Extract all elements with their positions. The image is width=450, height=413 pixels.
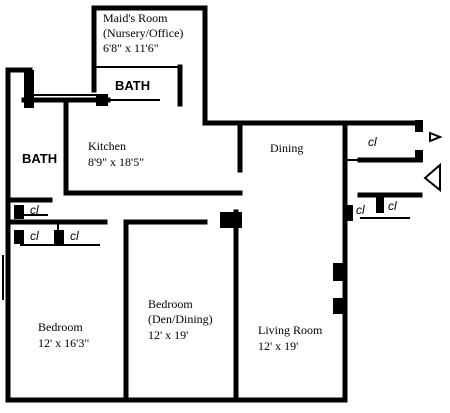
kitchen-name: Kitchen	[88, 139, 126, 153]
bedroom-left-dims: 12' x 16'3"	[38, 336, 89, 350]
wall-lower-post1	[343, 205, 353, 221]
bath-left-label: BATH	[22, 151, 57, 166]
closet-label-left-1: cl	[30, 203, 39, 217]
kitchen-dims: 8'9" x 18'5"	[88, 155, 144, 169]
entry-arrow-icon	[423, 162, 441, 193]
wall-living-post1	[333, 263, 345, 281]
dining-name: Dining	[270, 141, 303, 155]
wall-column-topleft	[24, 70, 34, 108]
wall-junction	[96, 94, 108, 106]
maids-room-name: Maid's Room	[103, 11, 168, 25]
wall-right-post1	[415, 120, 423, 132]
wall-lower-post2	[376, 195, 384, 213]
closet-label-left-3: cl	[70, 229, 79, 243]
bedroom-mid-dims: 12' x 19'	[148, 328, 188, 342]
closet-label-left-2: cl	[30, 229, 39, 243]
wall-bed-mid-post	[220, 212, 242, 228]
wall-closet-post1	[14, 205, 24, 219]
wall-right-post2	[415, 150, 423, 162]
living-room-name: Living Room	[258, 323, 323, 337]
wall-living-post2	[333, 298, 345, 314]
bedroom-left-name: Bedroom	[38, 320, 83, 334]
closet-label-right-1: cl	[356, 203, 365, 217]
wall-closet-post3	[54, 230, 64, 244]
bath-top-label: BATH	[115, 78, 150, 93]
bedroom-mid-name: Bedroom	[148, 297, 193, 311]
wall-closet-post2	[14, 230, 24, 244]
bedroom-mid-sub: (Den/Dining)	[148, 312, 213, 326]
closet-label-right-2: cl	[388, 199, 397, 213]
maids-room-dims: 6'8" x 11'6"	[103, 41, 159, 55]
maids-room-sub: (Nursery/Office)	[103, 26, 183, 40]
living-room-dims: 12' x 19'	[258, 339, 298, 353]
closet-label-right-top: cl	[368, 135, 377, 149]
entry-triangle-icon	[429, 131, 443, 143]
walls	[5, 5, 423, 403]
